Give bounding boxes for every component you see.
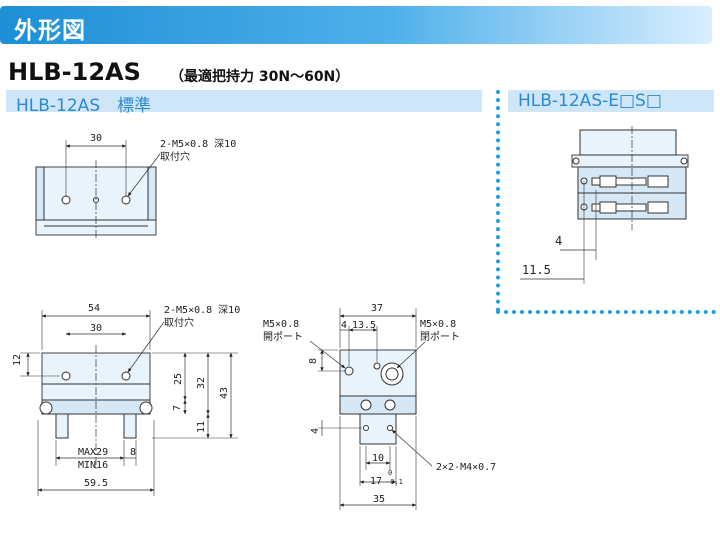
side-d17: 17 bbox=[370, 476, 382, 487]
top-view bbox=[35, 140, 161, 240]
section-option: HLB-12AS-E□S□ bbox=[508, 90, 714, 112]
side-view bbox=[309, 308, 433, 510]
option-d11-5: 11.5 bbox=[522, 263, 551, 277]
front-h11: 11 bbox=[196, 421, 207, 433]
top-width-dim: 30 bbox=[90, 133, 102, 144]
front-h25: 25 bbox=[173, 373, 184, 385]
front-hole-note: 2-M5×0.8 深10 bbox=[164, 304, 240, 316]
side-w37: 37 bbox=[371, 303, 383, 314]
side-tol-lower: -0.1 bbox=[386, 478, 403, 486]
side-d4b: 4 bbox=[310, 428, 321, 434]
side-d10: 10 bbox=[372, 453, 384, 464]
side-w35: 35 bbox=[373, 494, 385, 505]
model-name: HLB-12AS bbox=[8, 58, 141, 86]
front-jaw-dim: 8 bbox=[130, 447, 136, 458]
side-port-close-label: 閉ポート bbox=[420, 331, 460, 343]
option-divider-vertical bbox=[496, 90, 500, 312]
front-inner-dim: 30 bbox=[90, 323, 102, 334]
front-view bbox=[20, 310, 238, 496]
front-left-dim: 12 bbox=[12, 354, 23, 366]
side-d8: 8 bbox=[308, 358, 319, 364]
side-d13-5: 13.5 bbox=[352, 320, 376, 331]
front-width-dim: 54 bbox=[88, 303, 100, 314]
section-option-label: HLB-12AS-E□S□ bbox=[518, 91, 662, 111]
front-hole-note-2: 取付穴 bbox=[164, 316, 194, 329]
front-h32: 32 bbox=[196, 377, 207, 389]
header-title: 外形図 bbox=[14, 18, 86, 44]
side-tol-upper: 0 bbox=[388, 469, 392, 477]
side-tap-note: 2×2-M4×0.7 bbox=[436, 462, 496, 473]
side-port-open: M5×0.8 bbox=[263, 319, 299, 330]
section-standard-label: HLB-12AS 標準 bbox=[16, 96, 152, 116]
front-h43: 43 bbox=[219, 387, 230, 399]
front-total-dim: 59.5 bbox=[84, 478, 108, 489]
section-standard: HLB-12AS 標準 bbox=[6, 90, 482, 116]
front-stroke-max: MAX29 bbox=[78, 447, 108, 458]
side-port-close: M5×0.8 bbox=[420, 319, 456, 330]
top-hole-note: 2-M5×0.8 深10 bbox=[160, 138, 236, 150]
header-banner: 外形図 bbox=[0, 6, 712, 44]
side-d4: 4 bbox=[341, 320, 347, 331]
front-h7: 7 bbox=[172, 405, 183, 411]
option-view bbox=[520, 126, 689, 284]
front-stroke-min: MIN16 bbox=[78, 460, 108, 471]
option-d4: 4 bbox=[555, 234, 562, 248]
top-hole-note-2: 取付穴 bbox=[160, 150, 190, 163]
option-divider-horizontal bbox=[496, 310, 716, 314]
side-port-open-label: 開ポート bbox=[263, 331, 303, 343]
model-grip-force: （最適把持力 30N〜60N） bbox=[170, 69, 350, 85]
